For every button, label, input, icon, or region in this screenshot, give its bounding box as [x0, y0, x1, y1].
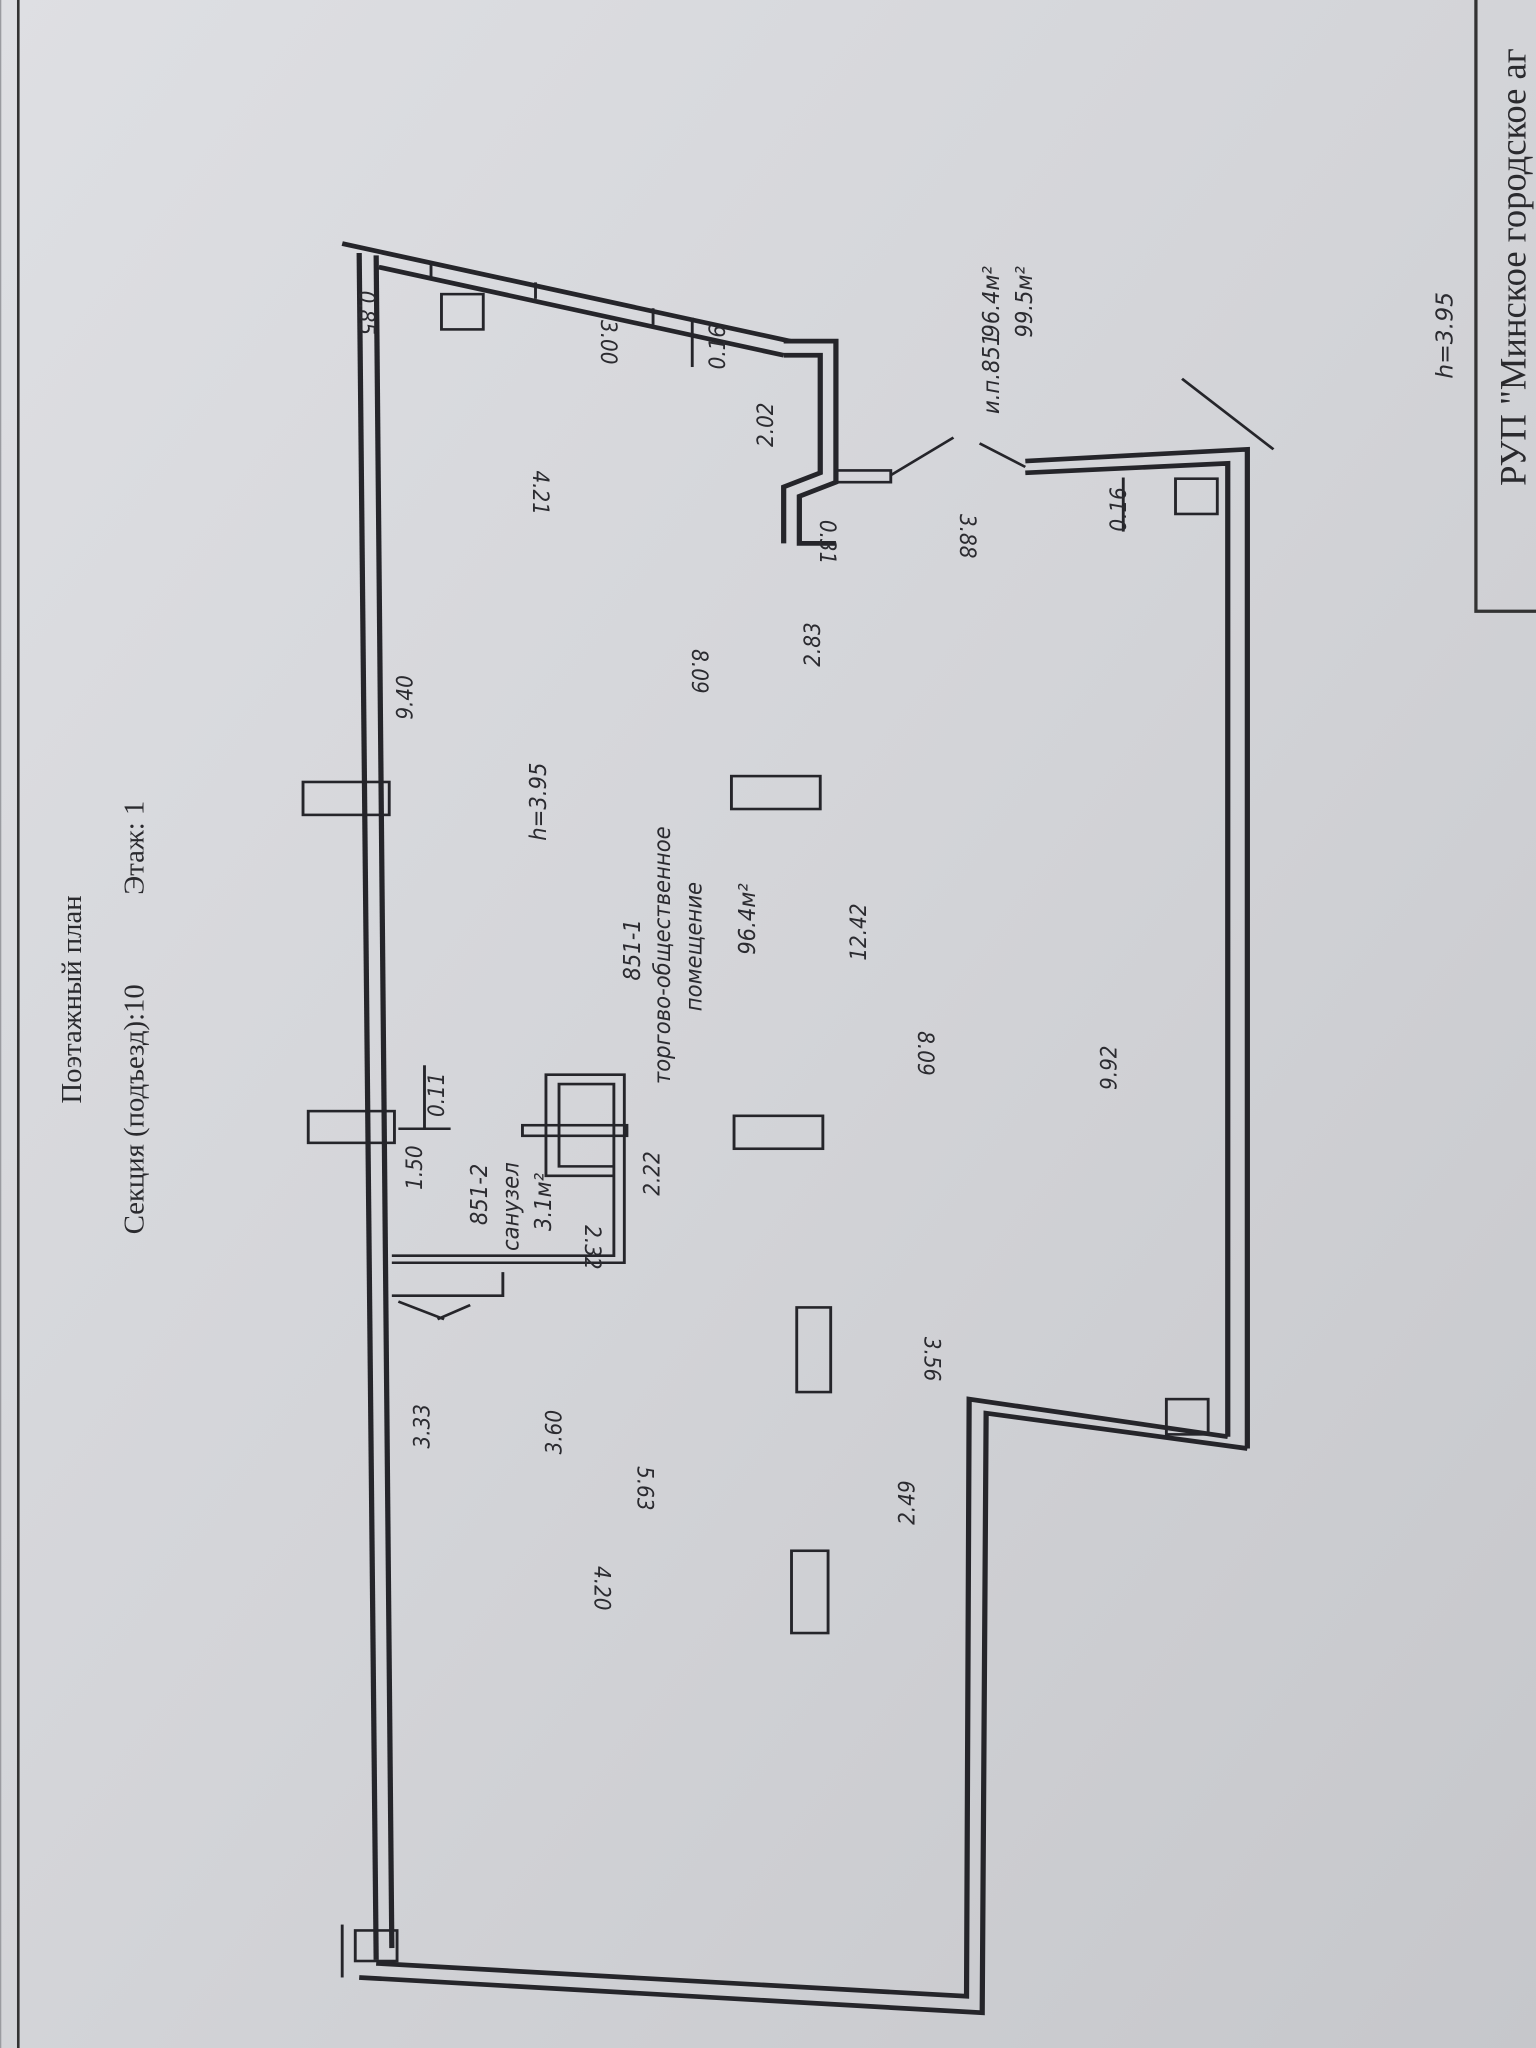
- room-area: 96.4м²: [734, 883, 761, 955]
- area-living: 96.4м²: [978, 266, 1005, 338]
- dimension-label: 0.16: [704, 325, 730, 369]
- plan-title: Поэтажный план: [56, 895, 88, 1103]
- dimension-label: 3.88: [955, 514, 981, 558]
- room-area: 3.1м²: [530, 1173, 557, 1231]
- room-851-1: 851-1 торгово-общественное помещение 96.…: [525, 763, 761, 1085]
- dimension-label: 1.50: [401, 1145, 427, 1189]
- dimension-label: 2.02: [752, 402, 778, 446]
- dimension-label: 8.09: [687, 649, 713, 693]
- stamp-height: h=3.95: [1430, 292, 1458, 379]
- dimension-label: 3.00: [596, 320, 622, 364]
- area-total: 99.5м²: [1011, 266, 1038, 338]
- dimension-label: 12.42: [845, 903, 871, 960]
- stamp-box: РУП "Минское городское аг h=3.95: [1430, 0, 1536, 613]
- section-label: Секция (подъезд):10: [119, 984, 151, 1234]
- dimension-label: 5.63: [632, 1466, 658, 1510]
- room-id: 851-2: [466, 1164, 493, 1225]
- unit-id: и.п.851: [978, 333, 1005, 414]
- dimension-label: 3.56: [919, 1337, 945, 1381]
- dimension-label: 2.32: [580, 1225, 606, 1269]
- room-name: торгово-общественное: [649, 826, 676, 1084]
- room-851-2: 851-2 санузел 3.1м²: [466, 1162, 557, 1251]
- stamp-organization: РУП "Минское городское аг: [1493, 48, 1534, 486]
- dimension-label: 3.33: [409, 1404, 435, 1448]
- room-height: h=3.95: [525, 763, 552, 841]
- dimension-label: 8.09: [913, 1031, 939, 1075]
- dimension-label: 2.83: [799, 622, 825, 666]
- dimension-label: 4.21: [528, 470, 554, 514]
- room-name: санузел: [498, 1162, 525, 1251]
- walls: [301, 241, 1275, 2016]
- dimension-label: 0.31: [815, 520, 841, 564]
- dimension-label: 2.22: [639, 1151, 665, 1195]
- dimension-label: 2.49: [893, 1480, 919, 1524]
- dimension-label: 9.92: [1096, 1045, 1122, 1089]
- room-id: 851-1: [619, 919, 646, 980]
- dimensions: 9.40 0.85 3.00 0.16 2.02 4.21 0.31 3.88 …: [354, 291, 1131, 1611]
- plan-drawing: 851-1 торгово-общественное помещение 96.…: [301, 241, 1275, 2016]
- dimension-label: 0.16: [1105, 487, 1131, 531]
- dimension-label: 9.40: [392, 675, 418, 719]
- floor-label: Этаж: 1: [119, 801, 151, 895]
- dimension-label: 3.60: [541, 1410, 567, 1454]
- dimension-label: 0.11: [423, 1073, 449, 1117]
- dimension-label: 4.20: [589, 1566, 615, 1610]
- unit-summary: и.п.851 96.4м² 99.5м²: [978, 266, 1038, 414]
- room-name-2: помещение: [680, 882, 707, 1011]
- dimension-label: 0.85: [354, 291, 380, 335]
